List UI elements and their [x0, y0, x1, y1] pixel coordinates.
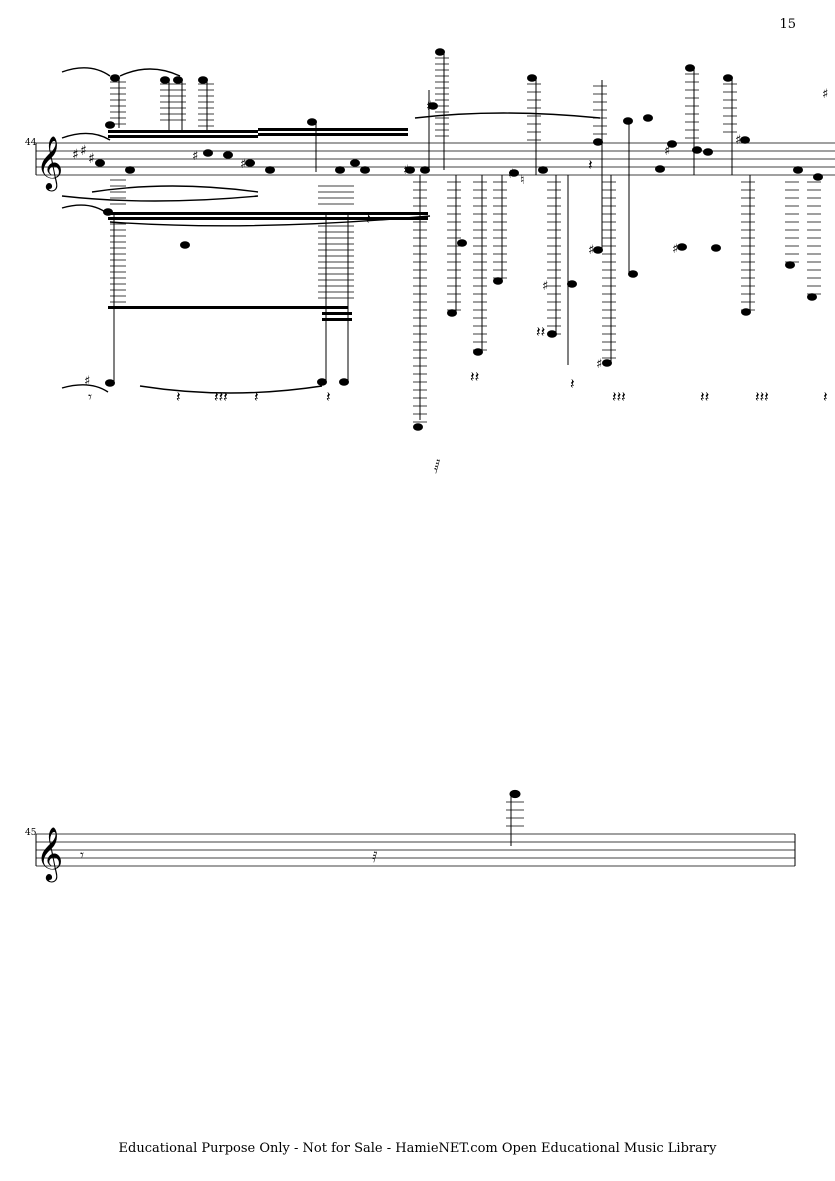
slurs: [61, 67, 601, 394]
measure-number-45: 45: [25, 828, 37, 838]
sharp-icon: ♯: [80, 143, 87, 159]
notes: [509, 789, 521, 846]
measure-number-44: 44: [25, 138, 37, 148]
sharp-icon: ♯: [822, 87, 828, 102]
accidentals: ♯ ♯ ♯ ♯ ♯ ♮ ♯ ♯ ♯ ♯ ♯ ♯ ♯ ♯: [84, 87, 828, 389]
ledger-lines: [110, 57, 821, 423]
quarter-rest-icon: 𝄽𝄽: [536, 323, 545, 341]
ledger-lines: [506, 801, 524, 827]
footer-notice: Educational Purpose Only - Not for Sale …: [118, 1141, 717, 1156]
quarter-rest-icon: 𝄽: [176, 388, 181, 406]
natural-icon: ♮: [520, 173, 525, 188]
notes: [95, 48, 823, 431]
sharp-icon: ♯: [88, 151, 95, 167]
treble-clef-icon: 𝄞: [36, 826, 63, 882]
sharp-icon: ♯: [426, 99, 432, 114]
sharp-icon: ♯: [84, 374, 90, 389]
sharp-icon: ♯: [735, 133, 741, 148]
sharp-icon: ♯: [508, 167, 514, 182]
treble-clef-icon: 𝄞: [36, 135, 63, 191]
quarter-rest-icon: 𝄽: [366, 210, 371, 228]
thirty-second-rest-icon: 𝅀: [372, 848, 378, 866]
quarter-rest-icon: 𝄽: [326, 388, 331, 406]
sharp-icon: ♯: [403, 163, 409, 178]
sharp-icon: ♯: [192, 149, 198, 164]
page-number: 15: [779, 17, 796, 32]
notehead: [110, 74, 120, 82]
quarter-rest-icon: 𝄽: [254, 388, 259, 406]
sixty-fourth-rest-icon: 𝅁: [434, 456, 440, 474]
eighth-rest-icon: 𝄾: [80, 846, 84, 864]
rests: 𝄽 𝄽𝄽𝄽 𝄽 𝄽 𝄽𝄽 𝄽𝄽 𝄽 𝄽𝄽𝄽 𝄽𝄽 𝄽𝄽𝄽 𝄽 𝄽 𝄽 𝄾 𝅁: [88, 156, 828, 474]
quarter-rest-icon: 𝄽𝄽𝄽: [214, 388, 228, 406]
system-44: 𝄞 ♯ ♯ ♯: [35, 48, 835, 474]
sharp-icon: ♯: [72, 147, 79, 163]
quarter-rest-icon: 𝄽𝄽: [700, 388, 709, 406]
sharp-icon: ♯: [542, 279, 548, 294]
sharp-icon: ♯: [664, 144, 670, 159]
beams: [108, 128, 428, 321]
quarter-rest-icon: 𝄽𝄽𝄽: [755, 388, 769, 406]
sharp-icon: ♯: [596, 357, 602, 372]
staff-lines: [36, 142, 835, 176]
quarter-rest-icon: 𝄽𝄽𝄽: [612, 388, 626, 406]
notehead: [509, 789, 521, 799]
sharp-icon: ♯: [240, 157, 246, 172]
quarter-rest-icon: 𝄽: [588, 156, 593, 174]
quarter-rest-icon: 𝄽: [570, 375, 575, 393]
system-45: 𝄞 𝄾 𝅀: [35, 789, 796, 882]
sharp-icon: ♯: [588, 243, 594, 258]
quarter-rest-icon: 𝄽: [823, 388, 828, 406]
quarter-rest-icon: 𝄽𝄽: [470, 368, 479, 386]
sharp-icon: ♯: [672, 242, 678, 257]
eighth-rest-icon: 𝄾: [88, 388, 92, 406]
staff-lines: [36, 833, 795, 867]
